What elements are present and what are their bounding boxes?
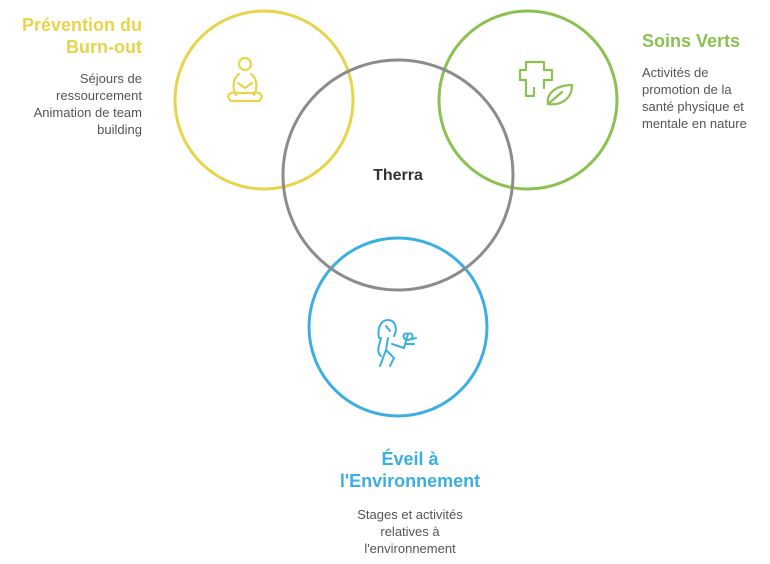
meditation-person-icon — [227, 56, 263, 103]
burnout-description: Séjours de ressourcement Animation de te… — [0, 70, 142, 138]
burnout-description-line: Animation de team — [33, 105, 142, 120]
burnout-title: Prévention du Burn-out — [0, 14, 142, 58]
eveil-description-line: l'environnement — [364, 541, 456, 556]
eveil-block: Éveil à l'Environnement Stages et activi… — [300, 448, 520, 557]
circle-therra — [281, 58, 515, 292]
circle-soins-verts — [437, 9, 619, 191]
burnout-description-line: Séjours de — [79, 71, 142, 86]
circle-burnout — [173, 9, 355, 191]
soins-verts-description: Activités de promotion de la santé physi… — [642, 64, 770, 132]
eveil-title-line: l'Environnement — [339, 471, 481, 491]
burnout-block: Prévention du Burn-out Séjours de ressou… — [0, 14, 142, 138]
soins-verts-block: Soins Verts Activités de promotion de la… — [642, 30, 770, 132]
medical-cross-leaf-icon — [518, 60, 574, 106]
circle-eveil — [307, 236, 489, 418]
soins-verts-title: Soins Verts — [642, 30, 770, 52]
soins-verts-description-line: promotion de la — [642, 82, 732, 97]
soins-verts-description-line: santé physique et — [642, 99, 744, 114]
burnout-title-line: Prévention du — [21, 15, 142, 35]
soins-verts-title-line: Soins Verts — [642, 31, 741, 51]
eveil-title-line: Éveil à — [381, 449, 439, 469]
center-label: Therra — [373, 167, 423, 184]
soins-verts-description-line: Activités de — [642, 65, 709, 80]
eveil-description: Stages et activités relatives à l'enviro… — [300, 506, 520, 557]
burnout-description-line: ressourcement — [56, 88, 142, 103]
nature-woman-icon — [377, 319, 417, 367]
burnout-description-line: building — [97, 122, 142, 137]
eveil-title: Éveil à l'Environnement — [300, 448, 520, 492]
eveil-description-line: Stages et activités — [357, 507, 463, 522]
soins-verts-description-line: mentale en nature — [642, 116, 747, 131]
eveil-description-line: relatives à — [380, 524, 440, 539]
burnout-title-line: Burn-out — [66, 37, 142, 57]
